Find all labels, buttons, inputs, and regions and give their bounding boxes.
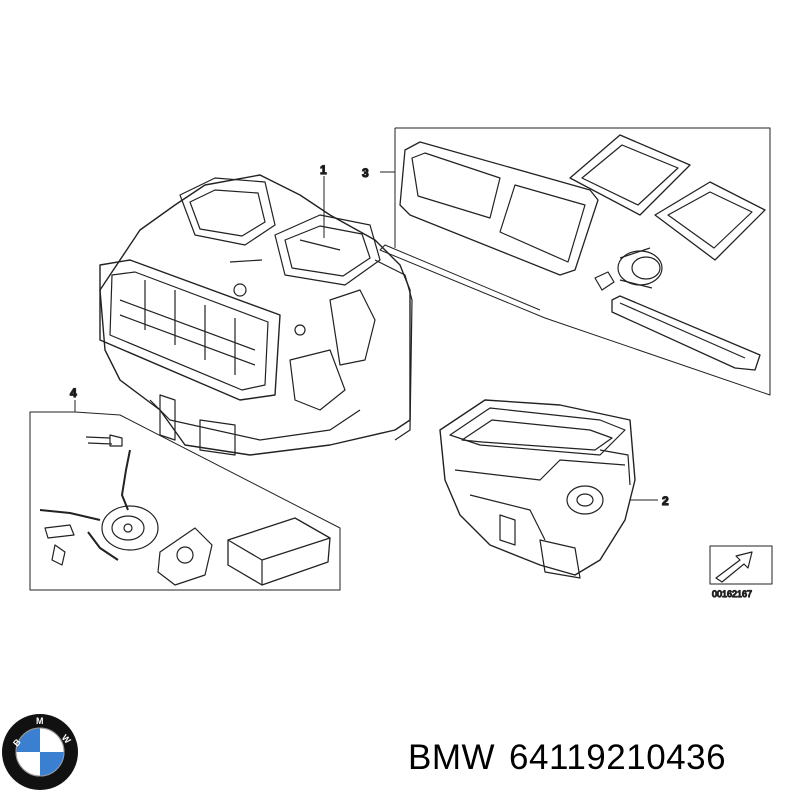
brand-name: BMW bbox=[408, 738, 496, 777]
seal-kit-panel bbox=[379, 127, 771, 396]
svg-text:M: M bbox=[36, 716, 44, 726]
part-number: 64119210436 bbox=[509, 738, 727, 777]
part-caption: BMW 64119210436 bbox=[408, 738, 740, 778]
callout-3: 3 bbox=[362, 166, 369, 180]
svg-text:B: B bbox=[11, 737, 23, 749]
reference-symbol bbox=[709, 545, 773, 585]
callout-4: 4 bbox=[70, 386, 77, 400]
blower-housing-unit bbox=[439, 399, 636, 579]
callout-2: 2 bbox=[662, 494, 669, 508]
callout-1: 1 bbox=[320, 163, 327, 177]
reference-code: 00162167 bbox=[712, 589, 752, 599]
hvac-housing-unit bbox=[99, 174, 413, 456]
bmw-logo: B M W bbox=[2, 714, 78, 790]
repair-kit-panel bbox=[29, 400, 341, 591]
